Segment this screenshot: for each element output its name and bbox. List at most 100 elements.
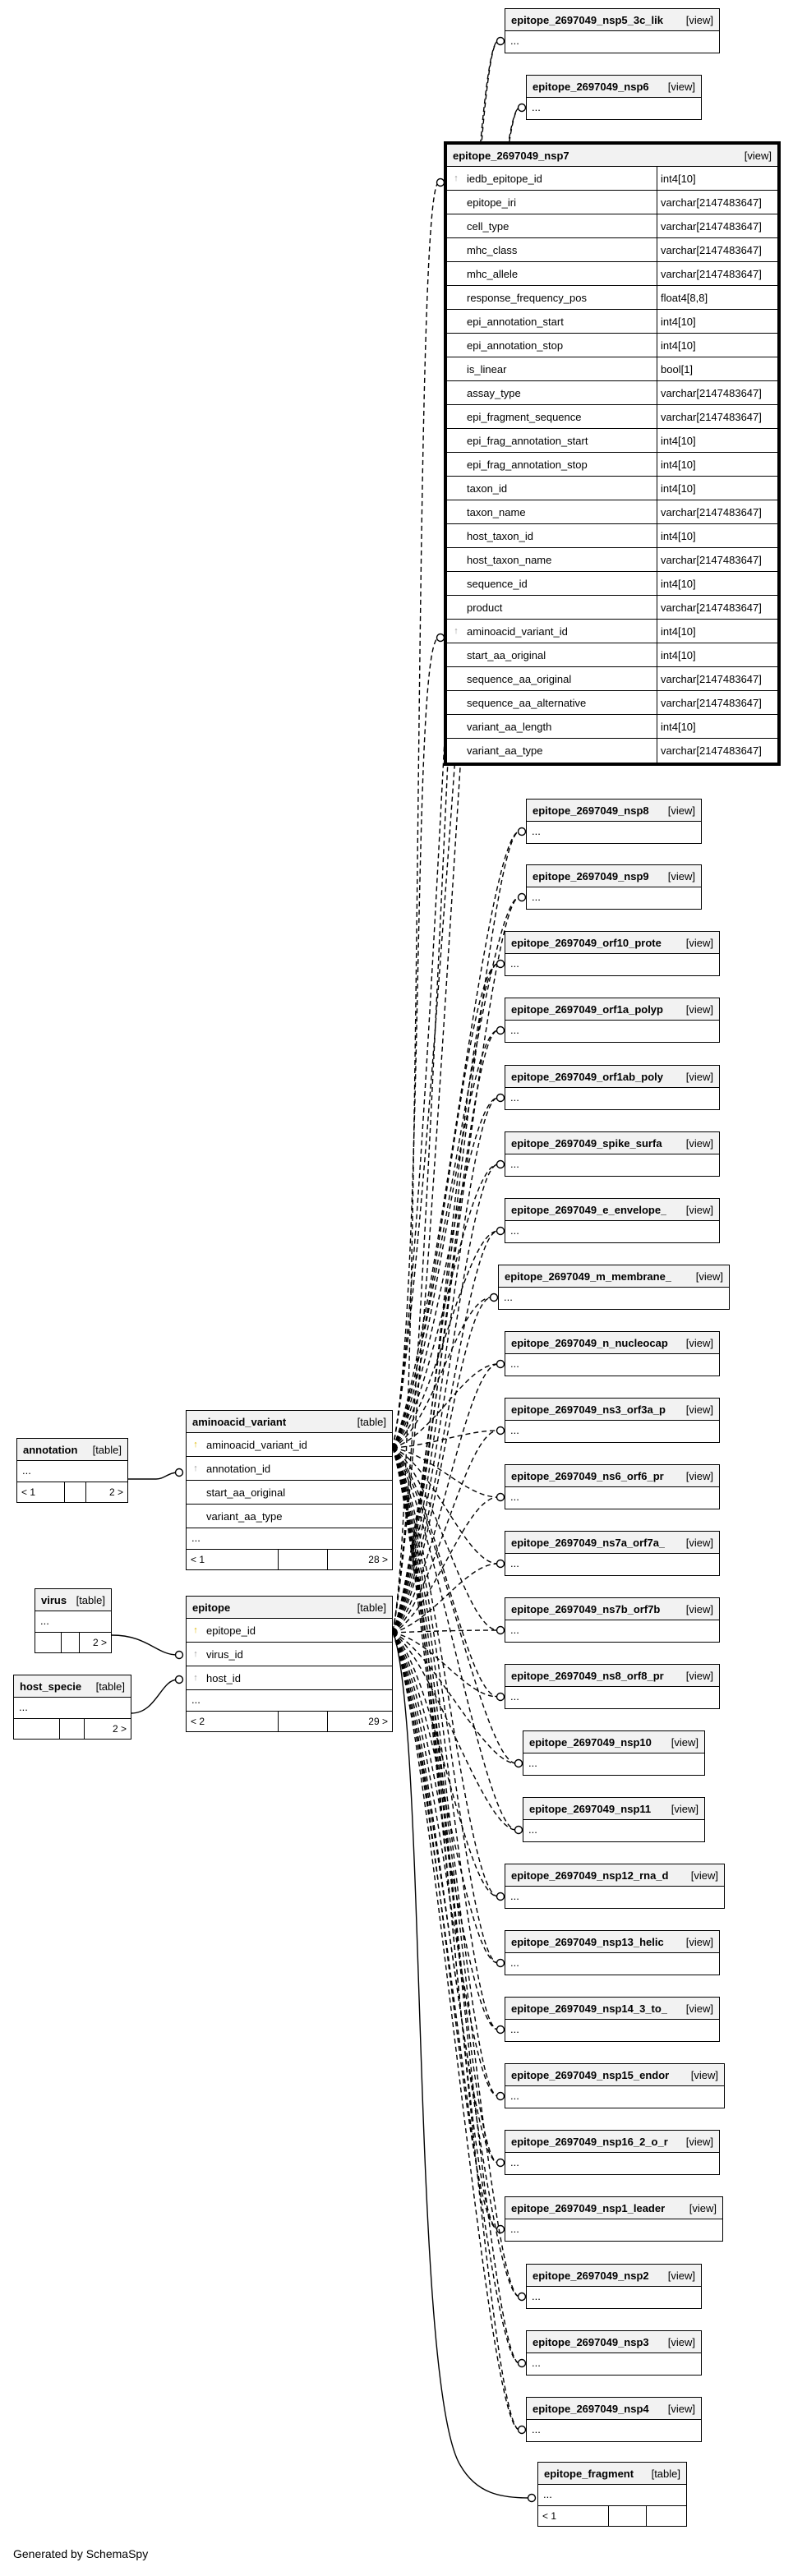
cardinality-many-icon xyxy=(514,1758,523,1768)
table-kind-link[interactable]: [view] xyxy=(685,2002,713,2015)
table-header: epitope_2697049_m_membrane_ [view] xyxy=(499,1265,729,1288)
parent-count: < 1 xyxy=(538,2506,609,2526)
table-kind-link[interactable]: [view] xyxy=(685,13,713,26)
table-kind-link[interactable]: [view] xyxy=(667,2269,695,2282)
table-name[interactable]: epitope_2697049_ns7b_orf7b xyxy=(511,1602,661,1615)
table-name[interactable]: epitope_2697049_ns8_orf8_pr xyxy=(511,1669,664,1682)
table-header: epitope_2697049_nsp6 [view] xyxy=(527,76,701,98)
child-count: 29 > xyxy=(368,1716,388,1727)
table-name[interactable]: epitope_fragment xyxy=(544,2467,634,2480)
table-kind-link[interactable]: [table] xyxy=(76,1593,105,1606)
table-name[interactable]: epitope_2697049_orf10_prote xyxy=(511,936,662,949)
table-name[interactable]: epitope_2697049_nsp14_3_to_ xyxy=(511,2002,668,2015)
table-kind-link[interactable]: [view] xyxy=(685,1002,713,1016)
table-name[interactable]: epitope xyxy=(192,1601,231,1614)
table-kind-link[interactable]: [view] xyxy=(685,1403,713,1416)
table-kind-link[interactable]: [view] xyxy=(667,869,695,882)
table-name[interactable]: epitope_2697049_nsp15_endor xyxy=(511,2068,670,2081)
table-name[interactable]: epitope_2697049_spike_surfa xyxy=(511,1136,662,1150)
edge-to-view xyxy=(392,1447,520,2431)
column-name: mhc_class xyxy=(467,243,518,256)
table-name[interactable]: epitope_2697049_nsp13_helic xyxy=(511,1935,664,1948)
table-kind-link[interactable]: [view] xyxy=(744,149,772,162)
table-kind-link[interactable]: [view] xyxy=(667,2335,695,2348)
table-kind-link[interactable]: [view] xyxy=(667,804,695,817)
table-name[interactable]: epitope_2697049_nsp16_2_o_r xyxy=(511,2135,668,2148)
table-kind-link[interactable]: [table] xyxy=(95,1680,125,1693)
table-kind-link[interactable]: [view] xyxy=(689,2201,717,2214)
foreign-key-icon: ↑ xyxy=(193,1463,198,1473)
table-name[interactable]: epitope_2697049_n_nucleocap xyxy=(511,1336,668,1349)
column-name-cell: ↑start_aa_original xyxy=(187,1481,392,1504)
table-kind-link[interactable]: [view] xyxy=(685,1336,713,1349)
table-name[interactable]: epitope_2697049_nsp11 xyxy=(529,1802,652,1815)
parent-count xyxy=(35,1633,62,1652)
table-name[interactable]: epitope_2697049_m_membrane_ xyxy=(505,1270,672,1283)
columns-collapsed: ... xyxy=(14,1698,131,1719)
table-kind-link[interactable]: [view] xyxy=(685,1602,713,1615)
table-kind-link[interactable]: [table] xyxy=(357,1415,386,1428)
table-kind-link[interactable]: [view] xyxy=(690,2068,718,2081)
table-name[interactable]: epitope_2697049_orf1ab_poly xyxy=(511,1070,663,1083)
table-name[interactable]: epitope_2697049_nsp12_rna_d xyxy=(511,1869,669,1882)
edge-to-view xyxy=(392,1164,499,1449)
table-name[interactable]: epitope_2697049_ns6_orf6_pr xyxy=(511,1469,664,1482)
table-name[interactable]: epitope_2697049_nsp7 xyxy=(453,149,569,162)
table-name[interactable]: epitope_2697049_e_envelope_ xyxy=(511,1203,667,1216)
column-name: response_frequency_pos xyxy=(467,291,587,304)
table-name[interactable]: epitope_2697049_ns7a_orf7a_ xyxy=(511,1536,666,1549)
table-kind-link[interactable]: [view] xyxy=(690,1869,718,1882)
table-name[interactable]: epitope_2697049_nsp3 xyxy=(533,2335,649,2348)
table-name[interactable]: epitope_2697049_nsp5_3c_lik xyxy=(511,13,664,26)
table-kind-link[interactable]: [view] xyxy=(685,1669,713,1682)
table-name[interactable]: epitope_2697049_nsp4 xyxy=(533,2402,649,2415)
column-name-cell: ↑epi_frag_annotation_start xyxy=(447,429,657,452)
table-name[interactable]: epitope_2697049_nsp1_leader xyxy=(511,2201,666,2214)
cardinality-many-icon xyxy=(496,2224,505,2234)
cardinality-many-icon xyxy=(174,1650,184,1660)
table-name[interactable]: epitope_2697049_nsp9 xyxy=(533,869,649,882)
table-kind-link[interactable]: [view] xyxy=(685,936,713,949)
columns-collapsed: ... xyxy=(532,2357,541,2369)
table-kind-link[interactable]: [view] xyxy=(685,1469,713,1482)
table-kind-link[interactable]: [view] xyxy=(685,1935,713,1948)
table-kind-link[interactable]: [view] xyxy=(671,1735,698,1749)
table-kind-link[interactable]: [table] xyxy=(357,1601,386,1614)
table-name[interactable]: epitope_2697049_nsp10 xyxy=(529,1735,652,1749)
table-header: epitope_2697049_ns3_orf3a_p [view] xyxy=(505,1399,719,1421)
cardinality-many-icon xyxy=(174,1675,184,1684)
table-kind-link[interactable]: [view] xyxy=(685,1536,713,1549)
column-name: sequence_aa_alternative xyxy=(467,696,587,709)
table-kind-link[interactable]: [view] xyxy=(667,80,695,93)
table-kind-link[interactable]: [view] xyxy=(695,1270,723,1283)
table-name[interactable]: epitope_2697049_nsp6 xyxy=(533,80,649,93)
column-name: mhc_allele xyxy=(467,267,519,280)
table-kind-link[interactable]: [view] xyxy=(685,1070,713,1083)
table-kind-link[interactable]: [view] xyxy=(671,1802,698,1815)
table-name[interactable]: host_specie xyxy=(20,1680,82,1693)
column-type: int4[10] xyxy=(661,172,696,185)
edge-to-view xyxy=(392,963,499,1634)
parent-count: < 1 xyxy=(187,1550,279,1569)
edge-to-view xyxy=(392,1430,499,1449)
cardinality-many-icon xyxy=(496,2091,505,2101)
table-footer: < 1 xyxy=(538,2506,686,2526)
table-kind-link[interactable]: [view] xyxy=(685,1136,713,1150)
footer-cell xyxy=(279,1712,328,1731)
table-kind-link[interactable]: [table] xyxy=(92,1443,122,1456)
column-name-cell: ↑epi_annotation_start xyxy=(447,310,657,333)
table-kind-link[interactable]: [table] xyxy=(651,2467,680,2480)
table-kind-link[interactable]: [view] xyxy=(667,2402,695,2415)
column-row-sequence-aa-alternative: ↑sequence_aa_alternativevarchar[21474836… xyxy=(447,691,777,715)
table-name[interactable]: virus xyxy=(41,1593,67,1606)
table-name[interactable]: epitope_2697049_orf1a_polyp xyxy=(511,1002,663,1016)
table-name[interactable]: epitope_2697049_ns3_orf3a_p xyxy=(511,1403,666,1416)
table-name[interactable]: aminoacid_variant xyxy=(192,1415,287,1428)
table-name[interactable]: epitope_2697049_nsp8 xyxy=(533,804,649,817)
table-kind-link[interactable]: [view] xyxy=(685,1203,713,1216)
table-name[interactable]: epitope_2697049_nsp2 xyxy=(533,2269,649,2282)
table-kind-link[interactable]: [view] xyxy=(685,2135,713,2148)
table-name[interactable]: annotation xyxy=(23,1443,78,1456)
